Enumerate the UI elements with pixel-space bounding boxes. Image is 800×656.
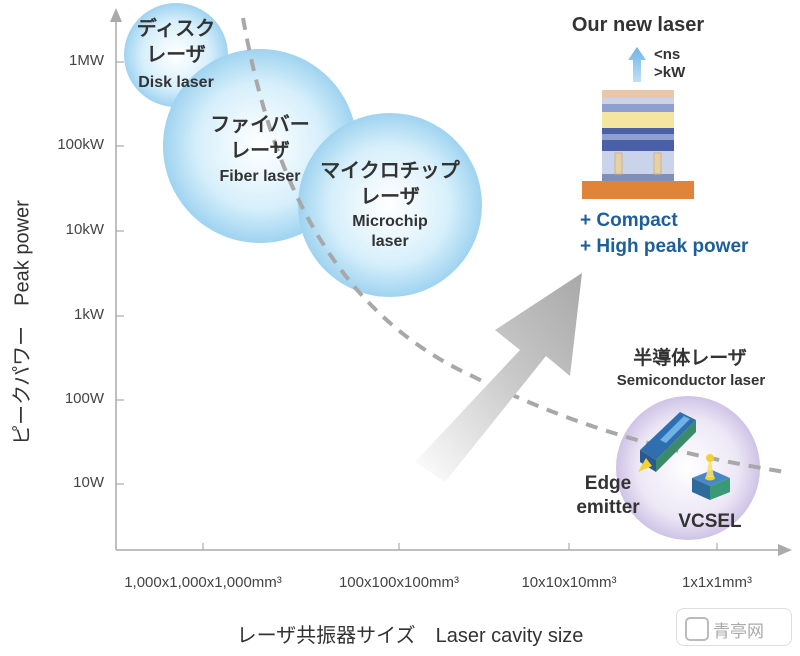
benefit-compact: + Compact bbox=[580, 210, 678, 231]
semiconductor-laser-bubble bbox=[616, 396, 760, 540]
output-up-arrow bbox=[628, 47, 646, 82]
x-tick-label: 10x10x10mm³ bbox=[521, 574, 617, 591]
y-tick-label: 100kW bbox=[57, 136, 104, 153]
y-tick-label: 10W bbox=[73, 474, 104, 491]
improvement-arrow bbox=[415, 273, 582, 482]
semiconductor-laser-jp-label: 半導体レーザ bbox=[633, 348, 747, 369]
y-tick-label: 100W bbox=[64, 390, 104, 407]
semiconductor-laser-en-label: Semiconductor laser bbox=[616, 372, 766, 389]
x-tick-label: 1,000x1,000x1,000mm³ bbox=[124, 574, 282, 591]
fiber-laser-en-label: Fiber laser bbox=[219, 168, 301, 185]
watermark-logo: 青亭网 bbox=[676, 608, 792, 646]
fiber-laser-jp-line1: ファイバー bbox=[210, 114, 310, 136]
x-tick-marks bbox=[202, 543, 718, 550]
watermark-icon bbox=[685, 617, 709, 641]
new-laser-device-illustration bbox=[582, 90, 694, 199]
x-axis-label: レーザ共振器サイズ Laser cavity size bbox=[236, 625, 584, 647]
x-tick-label: 100x100x100mm³ bbox=[338, 574, 460, 591]
microchip-laser-en-line1: Microchip bbox=[352, 213, 428, 230]
trend-dashed-curve bbox=[241, 17, 786, 474]
y-tick-label: 1kW bbox=[74, 306, 104, 323]
new-laser-power-spec: >kW bbox=[654, 64, 686, 81]
edge-emitter-label-line1: Edge bbox=[584, 473, 632, 494]
watermark-text: 青亭网 bbox=[713, 622, 764, 641]
edge-emitter-chip bbox=[638, 412, 696, 472]
disk-laser-en-label: Disk laser bbox=[138, 74, 214, 91]
x-axis-arrowhead bbox=[778, 544, 792, 556]
y-tick-label: 10kW bbox=[65, 221, 104, 238]
benefit-high-peak-power: + High peak power bbox=[580, 236, 749, 257]
vcsel-chip bbox=[692, 454, 730, 500]
new-laser-pulse-spec: <ns bbox=[654, 46, 681, 63]
microchip-laser-jp-line2: レーザ bbox=[360, 186, 420, 208]
new-laser-title: Our new laser bbox=[571, 14, 705, 36]
fiber-laser-jp-line2: レーザ bbox=[230, 140, 290, 162]
y-axis-arrowhead bbox=[110, 8, 122, 22]
vcsel-label: VCSEL bbox=[678, 511, 742, 532]
microchip-laser-en-line2: laser bbox=[371, 233, 409, 250]
microchip-laser-jp-line1: マイクロチップ bbox=[320, 160, 460, 182]
disk-laser-jp-line1: ディスク bbox=[136, 18, 216, 40]
y-tick-marks bbox=[116, 61, 124, 485]
microchip-laser-bubble bbox=[298, 113, 482, 297]
x-tick-label: 1x1x1mm³ bbox=[681, 574, 752, 591]
edge-emitter-label-line2: emitter bbox=[576, 497, 640, 518]
disk-laser-jp-line2: レーザ bbox=[146, 44, 206, 66]
y-tick-label: 1MW bbox=[69, 52, 104, 69]
